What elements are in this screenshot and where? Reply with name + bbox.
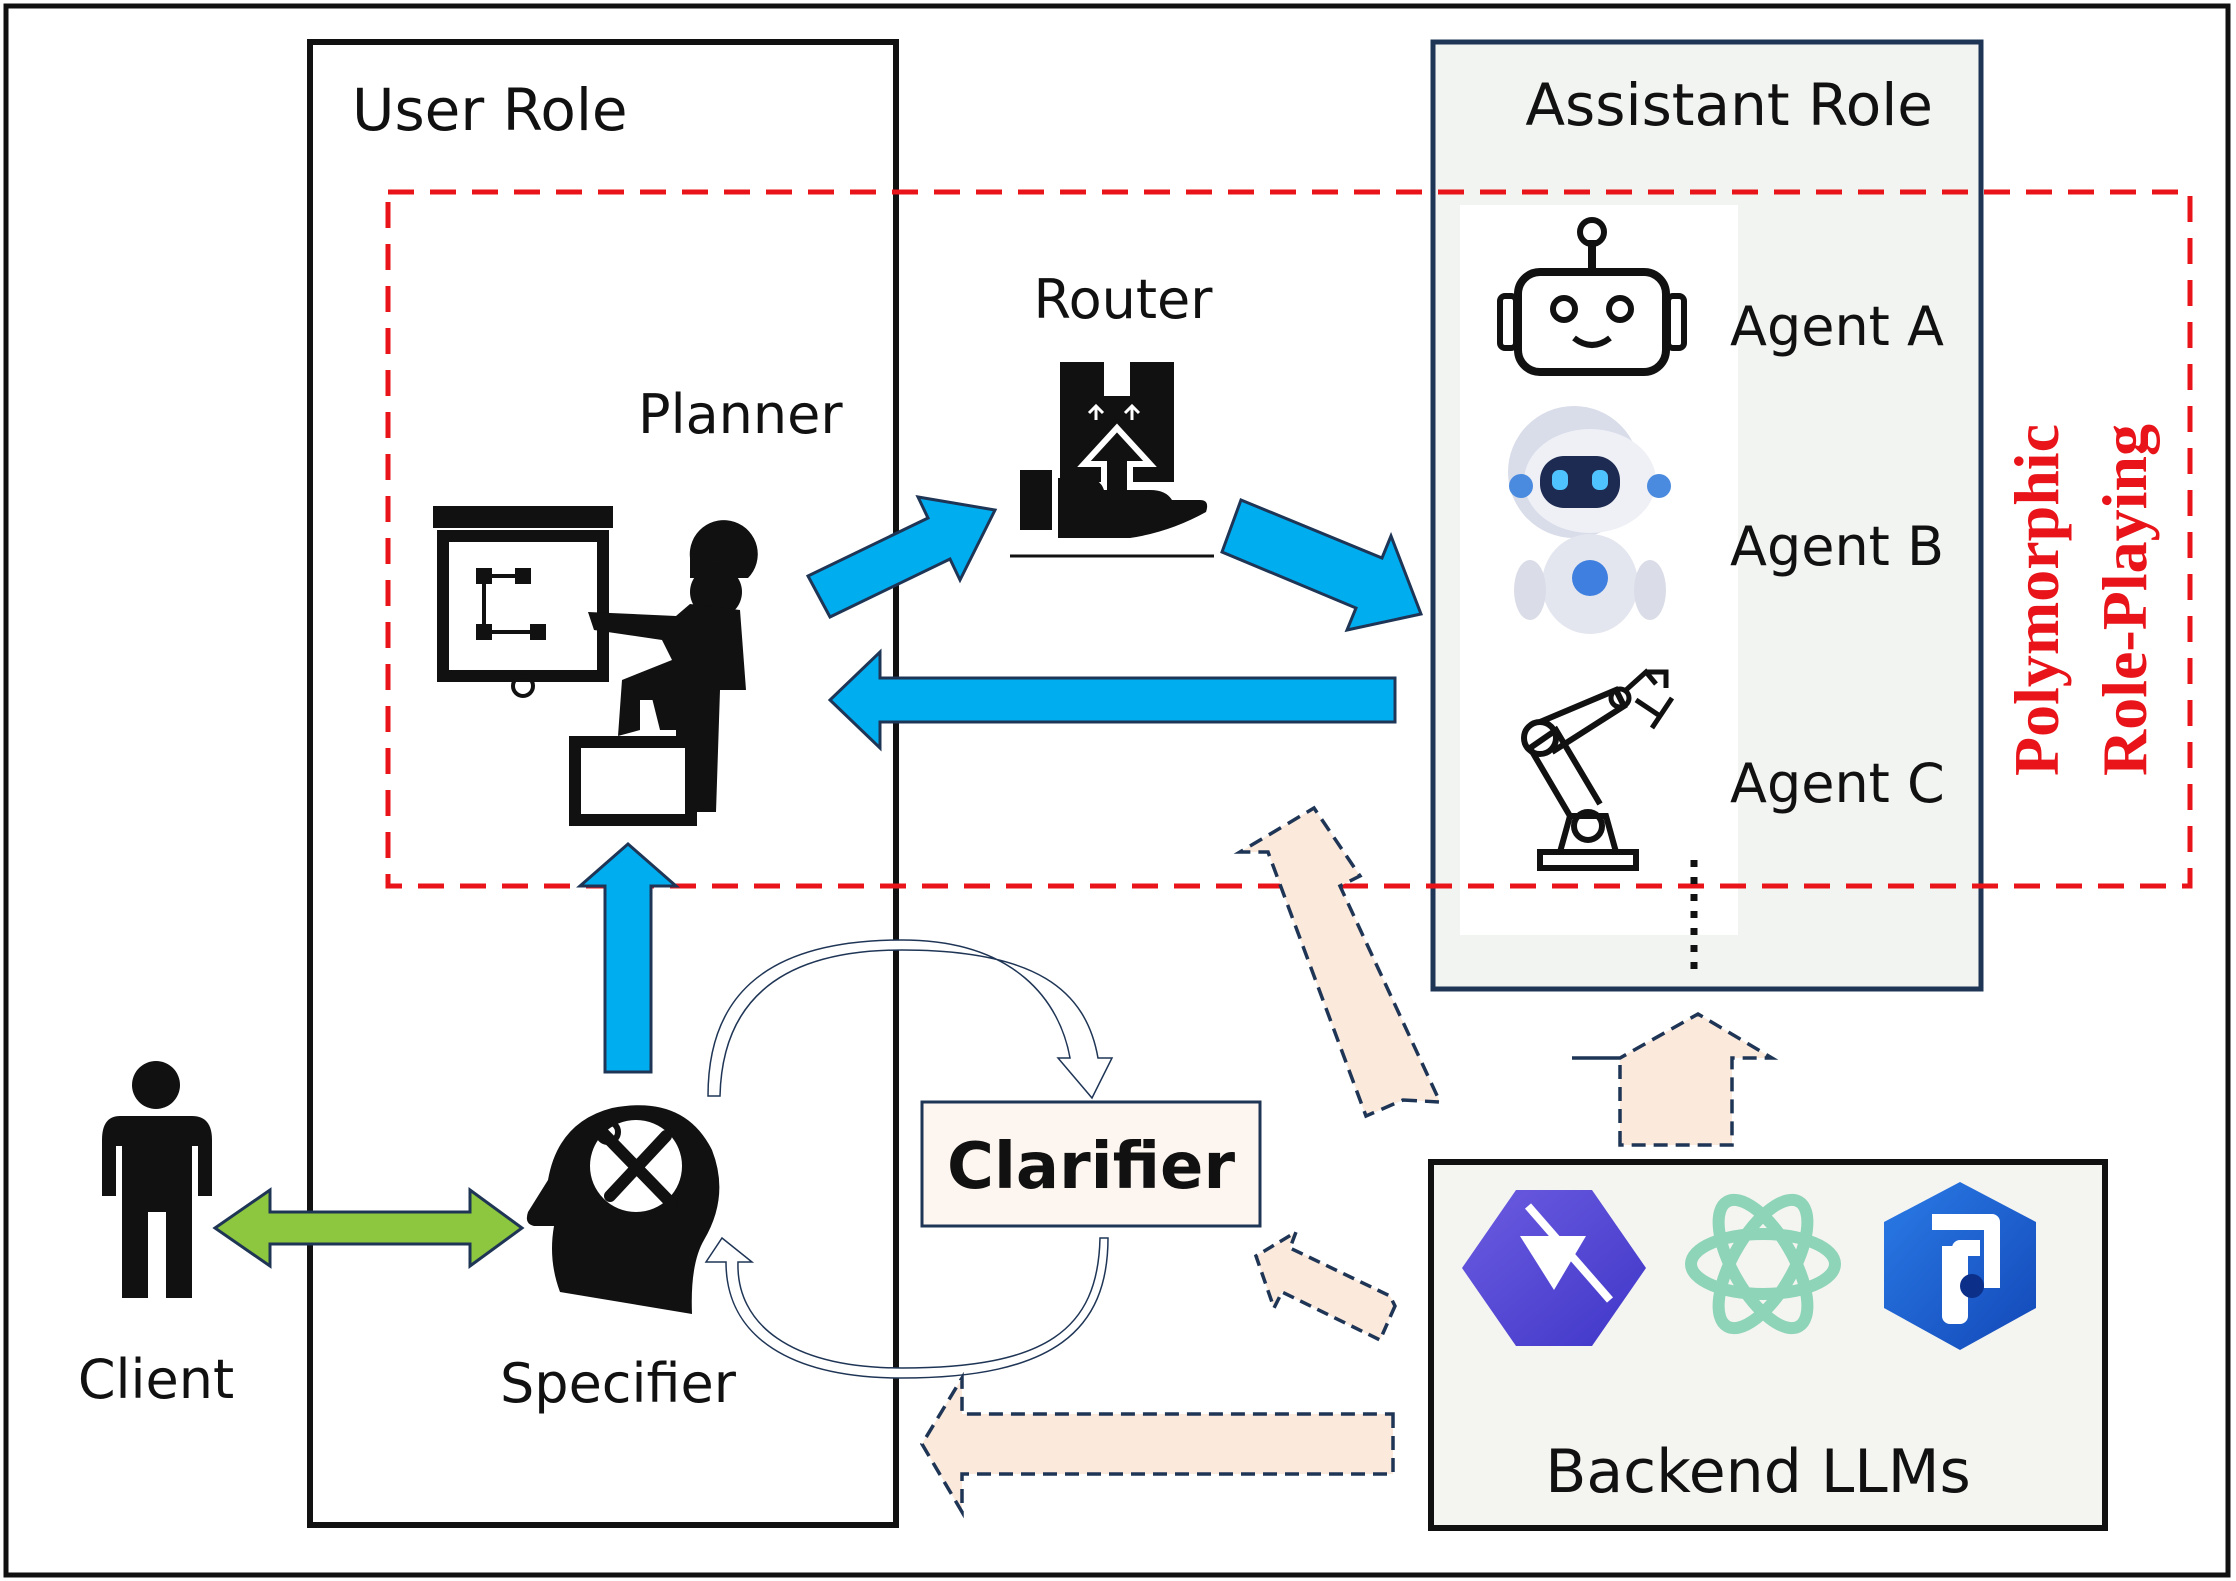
agent-a-label: Agent A xyxy=(1730,295,1944,358)
planner-icon xyxy=(433,506,758,826)
user-role-panel xyxy=(307,39,899,1528)
user-role-title: User Role xyxy=(352,76,628,144)
agent-c-label: Agent C xyxy=(1730,752,1945,815)
arrow-agents-to-planner xyxy=(827,648,1397,752)
clarifier-box xyxy=(920,1100,1262,1228)
arrow-planner-to-router xyxy=(805,495,998,619)
head-tools-icon xyxy=(526,1105,720,1314)
person-icon xyxy=(102,1061,212,1298)
cycle-arrow-top xyxy=(707,939,1114,1100)
specifier-label: Specifier xyxy=(500,1352,737,1415)
polymorphic-region xyxy=(385,189,2193,889)
robot-b-icon xyxy=(1508,406,1671,634)
backend-llms-label: Backend LLMs xyxy=(1545,1437,1971,1507)
arrow-client-specifier xyxy=(212,1187,525,1269)
assistant-role-title: Assistant Role xyxy=(1525,71,1933,139)
openai-logo xyxy=(1685,1193,1841,1335)
robot-arm-icon xyxy=(1521,668,1675,871)
arrow-router-to-agents xyxy=(1220,498,1424,633)
router-label: Router xyxy=(1034,268,1214,331)
clarifier-label: Clarifier xyxy=(947,1130,1235,1204)
robot-a-icon xyxy=(1497,217,1687,376)
planner-label: Planner xyxy=(638,383,843,446)
dashed-arrow-to-user-role xyxy=(919,1371,1395,1519)
dashed-arrow-to-agents xyxy=(1572,1011,1779,1147)
router-icon xyxy=(1010,362,1214,558)
agent-b-label: Agent B xyxy=(1730,515,1944,578)
cube-logo xyxy=(1884,1182,2036,1350)
arrow-specifier-to-planner xyxy=(576,842,680,1074)
polymorphic-label: Polymorphic Role-Playing xyxy=(2001,424,2160,776)
cycle-arrow-bottom xyxy=(704,1236,1109,1379)
polymorphic-line1: Polymorphic xyxy=(2001,424,2072,776)
dashed-arrow-to-clarifier xyxy=(1253,1227,1397,1343)
client-label: Client xyxy=(78,1348,234,1411)
dashed-arrow-diag-up xyxy=(1233,805,1443,1119)
polymorphic-line2: Role-Playing xyxy=(2089,424,2160,776)
qwen-logo xyxy=(1462,1190,1646,1346)
